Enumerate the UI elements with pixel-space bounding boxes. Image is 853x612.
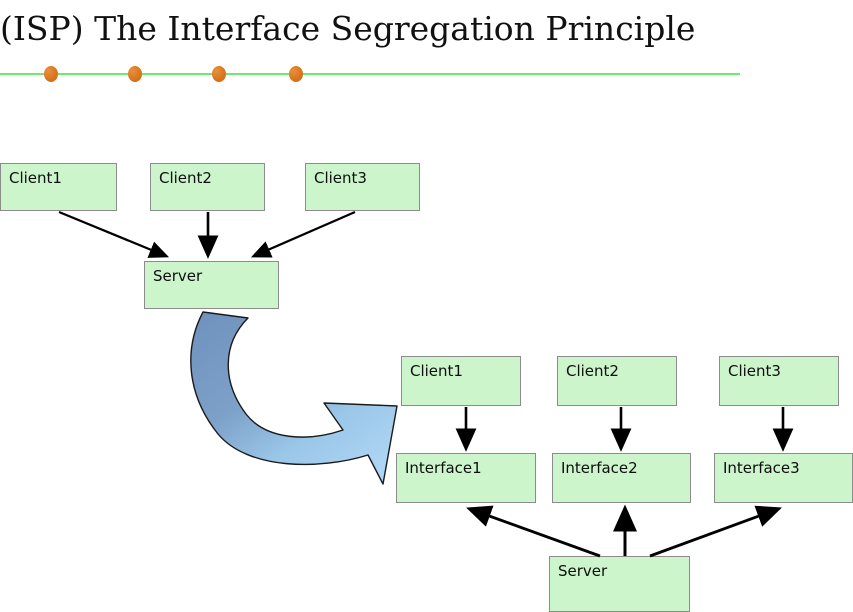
after-client3-box[interactable]: Client3 [719,356,839,406]
after-interface1-box[interactable]: Interface1 [396,453,536,503]
before-client1-label: Client1 [9,169,62,187]
after-server-label: Server [558,562,608,580]
divider-dot-4 [289,66,303,82]
after-client1-label: Client1 [410,362,463,380]
edge-after-server-interface3 [649,505,782,558]
after-server-box[interactable]: Server [549,556,690,612]
before-client2-label: Client2 [159,169,212,187]
edge-before-client1-server [58,210,170,258]
edge-after-server-interface1 [466,505,601,558]
after-client2-box[interactable]: Client2 [557,356,677,406]
before-client1-box[interactable]: Client1 [0,163,117,211]
page-title: (ISP) The Interface Segregation Principl… [0,9,696,48]
before-server-label: Server [153,267,203,285]
after-interface3-label: Interface3 [723,459,800,477]
after-client2-label: Client2 [566,362,619,380]
after-interface3-box[interactable]: Interface3 [714,453,853,503]
after-interface2-box[interactable]: Interface2 [552,453,691,503]
edge-before-client3-server [250,210,356,258]
divider-dot-1 [44,66,58,82]
divider-line [0,73,740,75]
title-divider [0,66,740,82]
before-client3-label: Client3 [314,169,367,187]
divider-dot-3 [212,66,226,82]
curved-transform-arrow [190,311,398,485]
after-client1-box[interactable]: Client1 [401,356,521,406]
after-client3-label: Client3 [728,362,781,380]
before-client2-box[interactable]: Client2 [150,163,265,211]
before-server-box[interactable]: Server [144,261,279,309]
before-client3-box[interactable]: Client3 [305,163,420,211]
after-interface2-label: Interface2 [561,459,638,477]
after-interface1-label: Interface1 [405,459,482,477]
divider-dot-2 [128,66,142,82]
